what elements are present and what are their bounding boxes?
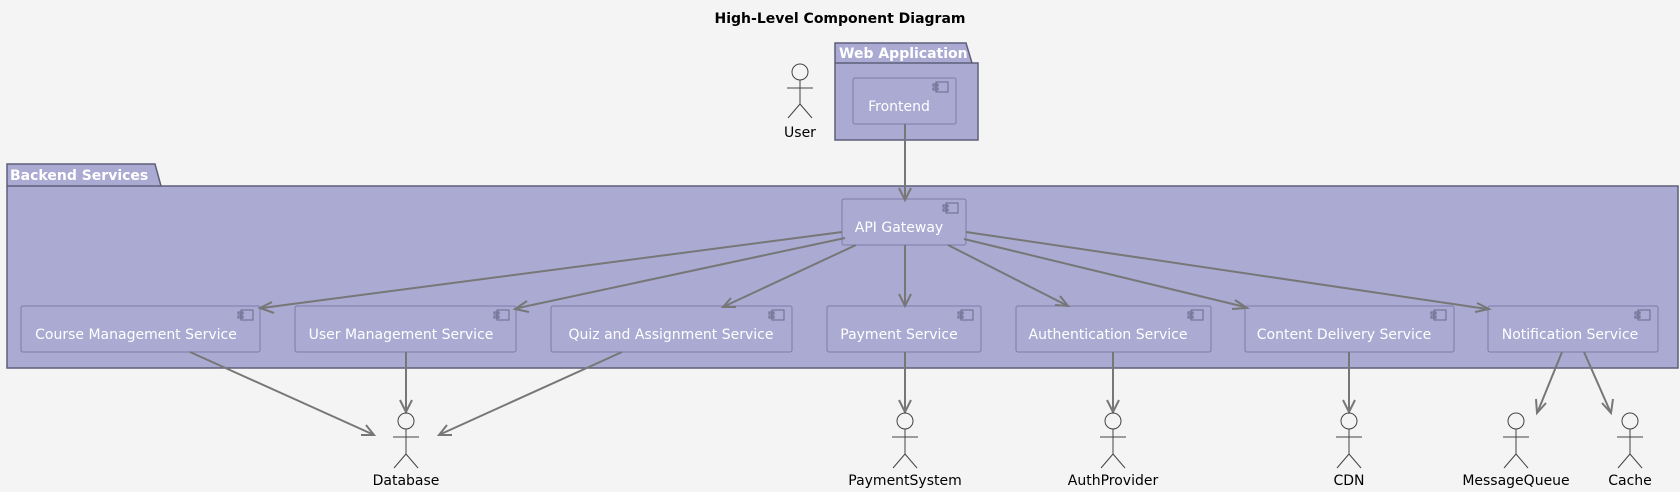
actor-cdn-icon [1336, 412, 1362, 469]
component-authentication-service: Authentication Service [1015, 305, 1212, 353]
actor-paymentsystem: PaymentSystem [848, 412, 962, 489]
edge-gateway-to-content [963, 238, 1251, 310]
edge-content-to-cdn [1342, 352, 1356, 415]
component-icon [942, 202, 959, 214]
component-icon [1634, 309, 1651, 321]
component-content-delivery-label: Content Delivery Service [1257, 327, 1431, 343]
actor-authprovider: AuthProvider [1068, 412, 1159, 489]
edge-frontend-to-gateway [898, 124, 912, 203]
actor-cache-icon [1617, 412, 1643, 469]
component-user-management-label: User Management Service [309, 327, 494, 343]
actor-database: Database [373, 412, 440, 489]
actor-paymentsystem-label: PaymentSystem [848, 473, 962, 489]
actor-user-icon [787, 63, 813, 119]
actor-authprovider-label: AuthProvider [1068, 473, 1159, 489]
component-frontend-label: Frontend [868, 99, 930, 115]
component-authentication-label: Authentication Service [1029, 327, 1188, 343]
edge-notification-to-cache [1583, 351, 1614, 416]
package-backend-services-title: Backend Services [10, 168, 148, 184]
actor-messagequeue-label: MessageQueue [1462, 473, 1569, 489]
component-content-delivery-service: Content Delivery Service [1244, 305, 1455, 353]
component-icon [932, 81, 949, 93]
edge-gateway-to-notification [965, 231, 1492, 313]
actor-messagequeue: MessageQueue [1462, 412, 1570, 489]
diagram-title: High-Level Component Diagram [715, 11, 966, 27]
component-frontend: Frontend [852, 77, 957, 125]
component-icon [1430, 309, 1447, 321]
actor-authprovider-icon [1100, 412, 1126, 469]
component-course-management-service: Course Management Service [20, 305, 261, 353]
actor-cdn: CDN [1333, 412, 1365, 489]
actor-messagequeue-icon [1503, 412, 1529, 469]
actor-user: User [784, 63, 816, 141]
edge-payment-to-paymentsystem [898, 352, 912, 415]
edge-gateway-to-payment [898, 245, 912, 309]
actor-database-label: Database [373, 473, 440, 489]
edge-user-to-database [399, 352, 413, 415]
component-icon [493, 309, 510, 321]
component-quiz-assignment-label: Quiz and Assignment Service [569, 327, 774, 343]
component-notification-service: Notification Service [1487, 305, 1659, 353]
edge-course-to-database [189, 351, 377, 436]
edge-quiz-to-database [436, 351, 623, 436]
component-icon [237, 309, 254, 321]
edge-gateway-to-auth [947, 244, 1071, 308]
edge-gateway-to-quiz [720, 244, 857, 308]
component-api-gateway: API Gateway [841, 198, 967, 246]
component-icon [957, 309, 974, 321]
component-icon [768, 309, 785, 321]
component-quiz-assignment-service: Quiz and Assignment Service [550, 305, 793, 353]
actor-paymentsystem-icon [892, 412, 918, 469]
edge-notification-to-messagequeue [1535, 351, 1563, 416]
component-api-gateway-label: API Gateway [855, 220, 943, 236]
package-web-application-title: Web Application [839, 46, 968, 62]
actor-cache: Cache [1608, 412, 1652, 489]
component-payment-service: Payment Service [826, 305, 982, 353]
edge-auth-to-authprovider [1106, 352, 1120, 415]
edge-gateway-to-course [257, 231, 843, 314]
actor-cdn-label: CDN [1333, 473, 1364, 489]
component-notification-label: Notification Service [1502, 327, 1639, 343]
edges [189, 124, 1614, 436]
actor-user-label: User [784, 125, 816, 141]
component-payment-service-label: Payment Service [840, 327, 957, 343]
component-icon [1187, 309, 1204, 321]
component-course-management-label: Course Management Service [35, 327, 237, 343]
component-user-management-service: User Management Service [294, 305, 517, 353]
edge-gateway-to-user [512, 237, 846, 313]
actor-database-icon [393, 412, 419, 469]
actor-cache-label: Cache [1608, 473, 1652, 489]
